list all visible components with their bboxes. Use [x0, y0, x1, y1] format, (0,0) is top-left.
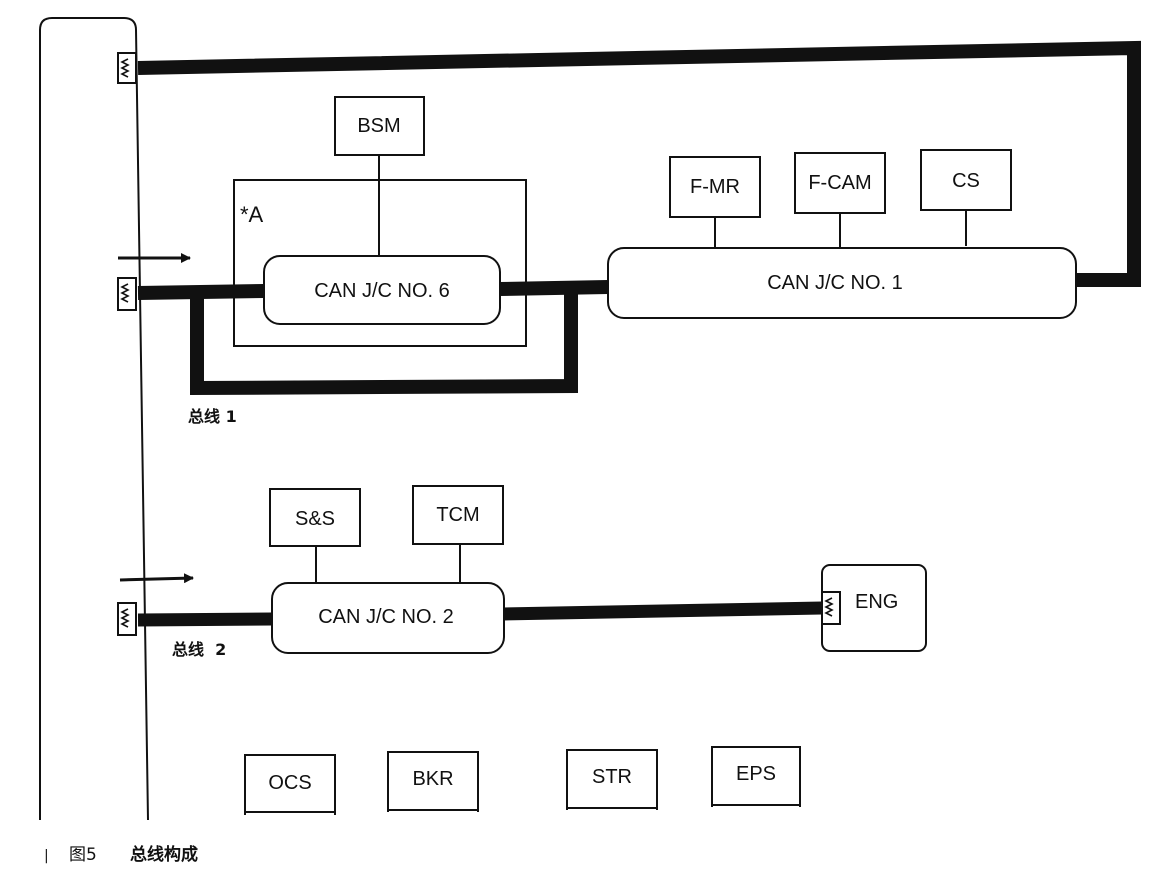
module-eng-label: ENG: [855, 591, 898, 613]
module-bsm: BSM: [334, 96, 425, 156]
module-eps: EPS: [711, 746, 801, 807]
bus2-line-right: [502, 601, 823, 621]
module-ocs: OCS: [244, 754, 336, 815]
bus2-arrow-icon: [119, 573, 194, 584]
module-fmr-label: F-MR: [690, 176, 740, 198]
module-eng: ENG: [821, 564, 927, 652]
can-jc-no6-label: CAN J/C NO. 6: [314, 280, 450, 302]
module-fcam: F-CAM: [794, 152, 886, 214]
terminator-eng-icon: [821, 591, 841, 625]
module-bkr-label: BKR: [412, 768, 453, 790]
gateway-module-outline: [39, 17, 149, 821]
bus1-loop: [190, 289, 578, 396]
module-bsm-label: BSM: [357, 115, 400, 137]
module-str-label: STR: [592, 766, 632, 788]
bus1-label: 总线 1: [188, 407, 237, 426]
module-fcam-label: F-CAM: [808, 172, 871, 194]
group-a-label: *A: [240, 202, 264, 227]
can-jc-no2: CAN J/C NO. 2: [271, 582, 505, 654]
terminator-top-icon: [117, 52, 137, 84]
module-cs-label: CS: [952, 170, 980, 192]
module-eps-label: EPS: [736, 763, 776, 785]
module-ss: S&S: [269, 488, 361, 547]
module-tcm-label: TCM: [436, 504, 479, 526]
bus2-label: 总线 2: [172, 640, 226, 659]
can-jc-no2-label: CAN J/C NO. 2: [318, 606, 454, 628]
top-bus-line: [137, 40, 1141, 287]
module-tcm: TCM: [412, 485, 504, 545]
can-jc-no1-label: CAN J/C NO. 1: [767, 272, 903, 294]
can-jc-no6: CAN J/C NO. 6: [263, 255, 501, 325]
module-ocs-label: OCS: [268, 772, 311, 794]
bus1-line-mid: [499, 280, 609, 296]
caption-marker: |: [44, 848, 49, 864]
bus2-line-left: [137, 612, 273, 627]
module-cs: CS: [920, 149, 1012, 211]
figure-caption: 总线构成: [130, 844, 198, 865]
can-jc-no1: CAN J/C NO. 1: [607, 247, 1077, 319]
module-str: STR: [566, 749, 658, 810]
module-ss-label: S&S: [295, 508, 335, 530]
terminator-bus2-icon: [117, 602, 137, 636]
terminator-bus1-icon: [117, 277, 137, 311]
figure-number: 图5: [69, 845, 97, 865]
module-bkr: BKR: [387, 751, 479, 812]
module-fmr: F-MR: [669, 156, 761, 218]
